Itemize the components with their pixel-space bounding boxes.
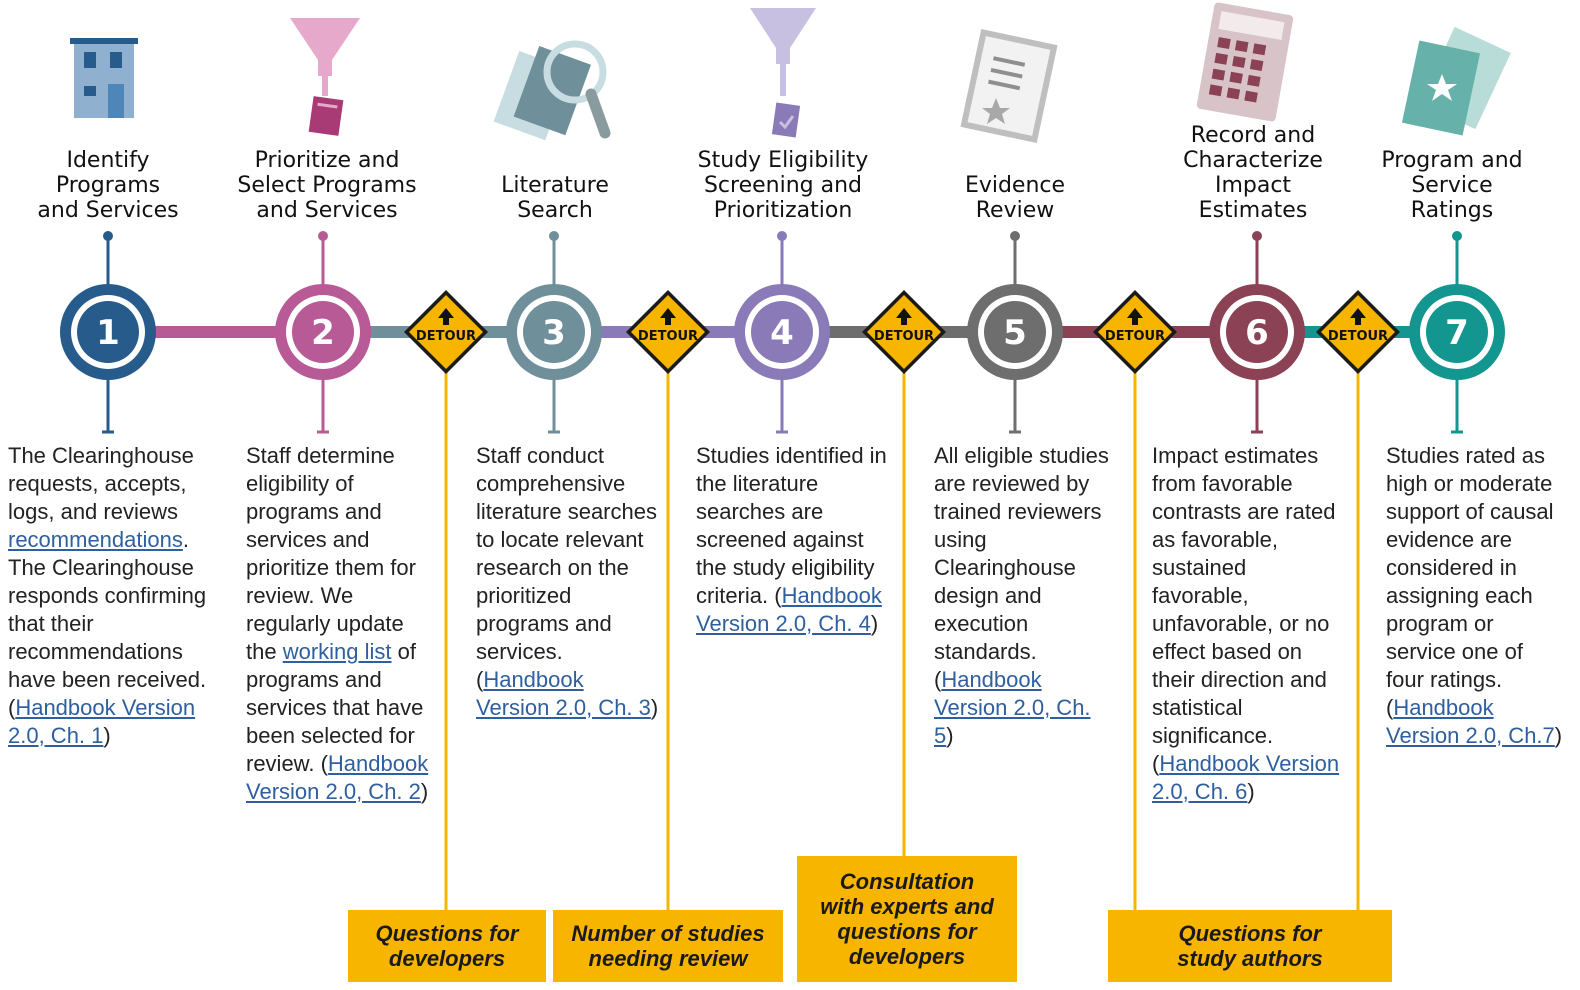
clipboard-icon [960,28,1058,144]
star-documents-icon [1401,26,1511,136]
step-3-circle: 3 [506,284,602,380]
step-1-circle: 1 [60,284,156,380]
handbook-ch7-link[interactable]: Handbook Version 2.0, Ch.7 [1386,695,1555,748]
step-2-title: Prioritize and Select Programs and Servi… [237,148,417,223]
step-6-number: 6 [1245,313,1269,353]
detour-label: DETOUR [874,329,934,344]
step-2-circle: 2 [275,284,371,380]
step-5-title: Evidence Review [964,173,1066,223]
step-7-title: Program and Service Ratings [1381,148,1523,223]
step-6-circle: 6 [1209,284,1305,380]
step-7-circle: 7 [1409,284,1505,380]
step-1-title: Identify Programs and Services [37,148,179,223]
step-1-description: The Clearinghouse requests, accepts, log… [8,443,207,748]
calculator-icon [1196,2,1294,122]
magnifier-icon [493,40,611,141]
step-2-description: Staff determine eligibility of programs … [246,443,429,804]
recommendations-link[interactable]: recommendations [8,527,183,552]
callout-number-of-studies: Number of studies needing review [553,910,783,982]
step-3-title: Literature Search [501,173,609,223]
step-1-number: 1 [96,313,120,353]
callout-questions-for-study-authors: Questions for study authors [1108,910,1392,982]
detour-label: DETOUR [638,329,698,344]
handbook-ch6-link[interactable]: Handbook Version 2.0, Ch. 6 [1152,751,1340,804]
step-5-circle: 5 [967,284,1063,380]
callout-questions-for-developers: Questions for developers [348,910,546,982]
handbook-ch4-link[interactable]: Handbook Version 2.0, Ch. 4 [696,583,882,636]
detour-sign: DETOUR [1093,290,1177,374]
funnel-check-icon [750,8,816,138]
handbook-ch3-link[interactable]: Handbook Version 2.0, Ch. 3 [476,667,651,720]
step-7-description: Studies rated as high or moderate suppor… [1386,443,1563,748]
handbook-ch2-link[interactable]: Handbook Version 2.0, Ch. 2 [246,751,429,804]
step-2-number: 2 [311,313,335,353]
detour-sign: DETOUR [862,290,946,374]
detour-label: DETOUR [416,329,476,344]
detour-sign: DETOUR [404,290,488,374]
step-4-circle: 4 [734,284,830,380]
step-5-number: 5 [1003,313,1027,353]
handbook-ch5-link[interactable]: Handbook Version 2.0, Ch. 5 [934,667,1091,748]
detour-sign: DETOUR [1316,290,1400,374]
step-4-title: Study Eligibility Screening and Prioriti… [697,148,869,223]
step-stems [102,231,1463,434]
step-6-title: Record and Characterize Impact Estimates [1183,123,1323,223]
building-icon [70,38,138,118]
arrow-up-icon [896,308,912,325]
step-4-description: Studies identified in the literature sea… [696,443,887,636]
step-3-number: 3 [542,313,566,353]
step-5-description: All eligible studies are reviewed by tra… [934,443,1109,748]
arrow-up-icon [660,308,676,325]
arrow-up-icon [1350,308,1366,325]
detour-lines [444,332,1360,910]
arrow-up-icon [438,308,454,325]
step-3-description: Staff conduct comprehensive literature s… [476,443,659,720]
step-7-number: 7 [1445,313,1469,353]
working-list-link[interactable]: working list [282,639,392,664]
step-6-description: Impact estimates from favorable contrast… [1152,443,1340,804]
arrow-up-icon [1127,308,1143,325]
detour-label: DETOUR [1105,329,1165,344]
callout-consultation-with-experts: Consultation with experts and questions … [797,856,1017,982]
funnel-book-icon [290,18,360,136]
handbook-ch1-link[interactable]: Handbook Version 2.0, Ch. 1 [8,695,196,748]
step-4-number: 4 [770,313,794,353]
detour-sign: DETOUR [626,290,710,374]
detour-label: DETOUR [1328,329,1388,344]
